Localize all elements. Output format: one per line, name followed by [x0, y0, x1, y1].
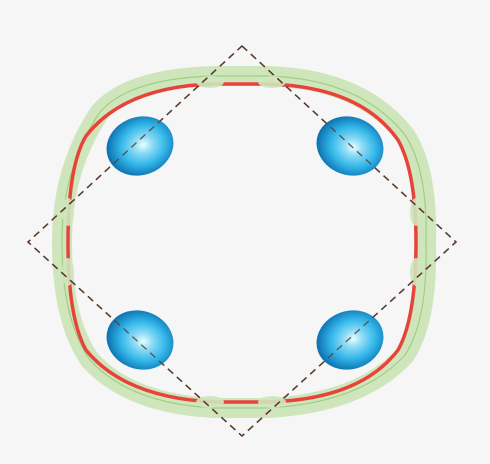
- lobe-top-left: [98, 107, 182, 185]
- node-patch-bottom-right: [258, 396, 286, 408]
- node-patch-bottom-left: [196, 396, 224, 408]
- node-patch-top-left: [196, 76, 224, 88]
